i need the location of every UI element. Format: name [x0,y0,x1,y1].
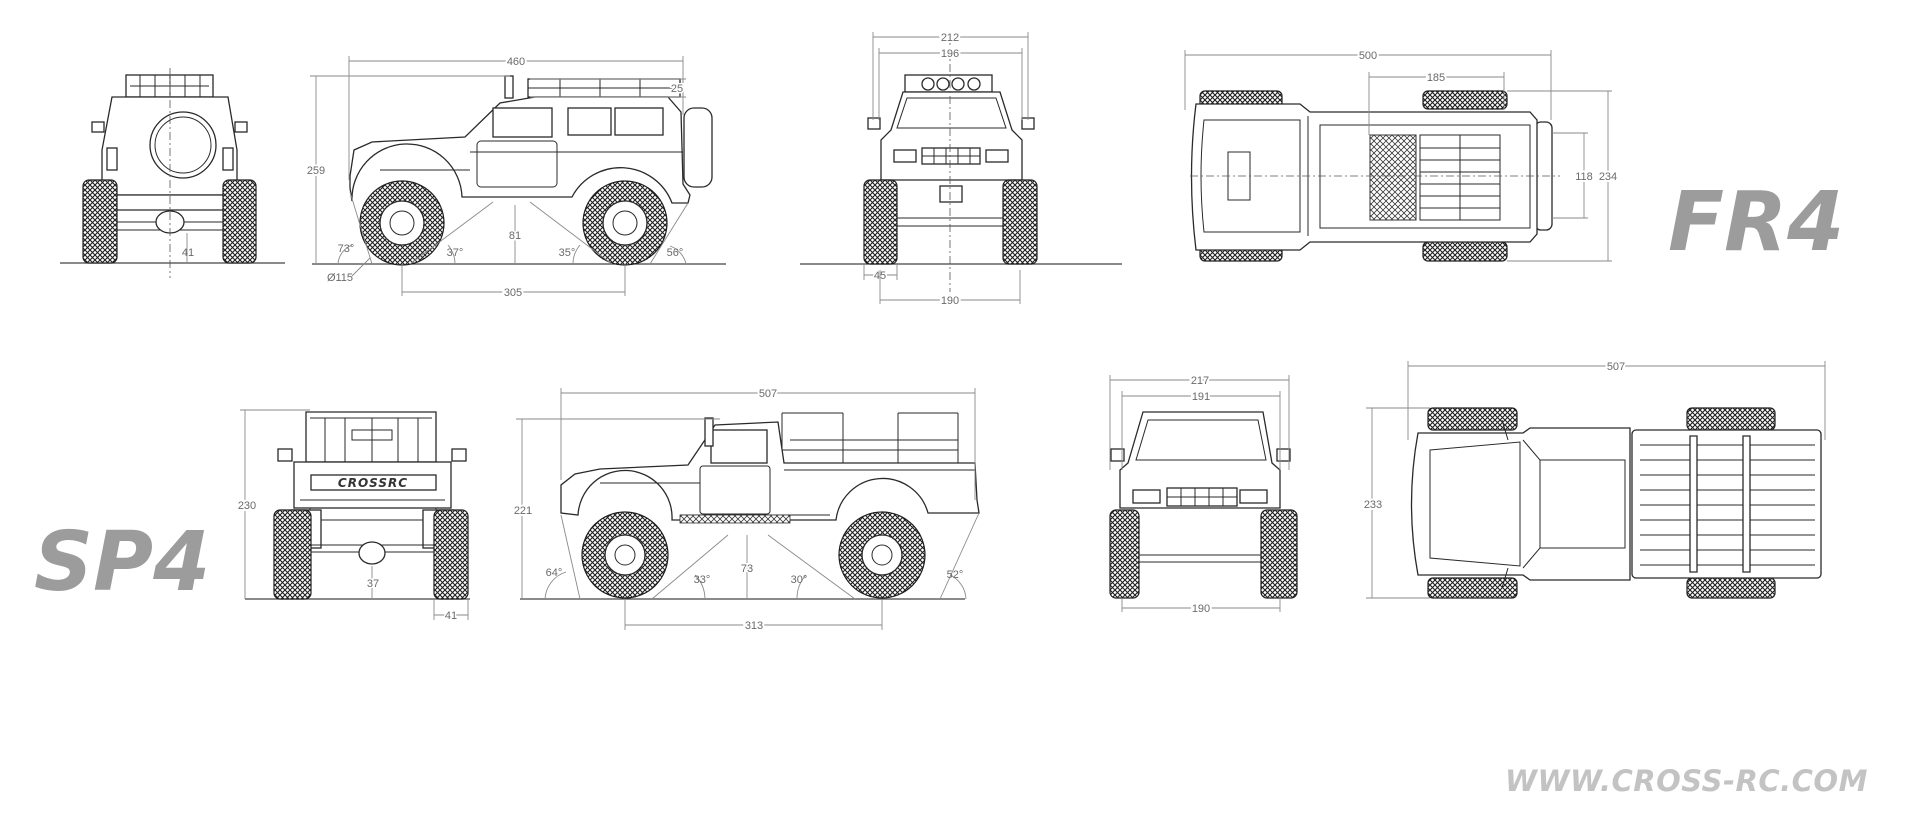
fr4-side-view: 460 259 25 81 305 73° 37° 35° 56° Ø115 [305,54,726,301]
brand-plate [310,474,437,491]
tail-light [222,147,234,171]
tire [1002,179,1038,265]
light [921,77,935,91]
dim-width: 212 [941,32,959,44]
model-label-sp4: SP4 [34,515,211,610]
tire [1686,407,1776,431]
dim-length: 460 [507,56,525,68]
brand-plate-text: CROSSRC [338,476,408,490]
headlight [893,149,917,163]
sp4-cab-top [1410,427,1631,581]
tire [1109,509,1140,599]
spare-tire [683,107,713,188]
tire [1422,90,1508,110]
fr4-front-body [880,91,1023,181]
differential [358,541,386,565]
sp4-front-view: 217 191 190 [1109,373,1298,617]
dim-rack-length: 185 [1427,72,1445,84]
tire [1686,577,1776,599]
window [567,107,612,136]
dim-spare-width: 118 [1575,171,1593,183]
dim-rack-height: 25 [671,83,683,95]
truck-bed [1631,429,1822,579]
bed-rail [1689,435,1751,573]
window [710,429,768,464]
dim-ground-clearance: 41 [182,247,194,259]
dim-clearance: 81 [509,230,521,242]
mirror [1276,448,1291,462]
rock-slider [679,514,791,524]
sp4-side-view: 507 221 73 313 64° 33° 30° 52° [512,386,980,634]
tire [1427,577,1518,599]
headlight [1239,489,1268,504]
door [699,465,771,515]
tail-light [106,147,118,171]
dim-track: 190 [941,295,959,307]
dim-breakover-front: 33° [694,574,711,586]
tire [82,179,118,264]
window [492,107,553,138]
headlight [985,149,1009,163]
dim-height: 230 [238,500,256,512]
website-link[interactable]: WWW.CROSS-RC.COM [1505,764,1868,798]
fr4-body-top [1190,103,1538,251]
mirror [277,448,293,462]
roof-mesh [1369,134,1417,221]
dim-length: 500 [1359,50,1377,62]
tire [273,509,312,600]
spare-tire [149,111,217,179]
dim-length: 507 [1607,361,1625,373]
sp4-top-view: 507 233 [1362,359,1826,599]
dim-breakover-front: 37° [447,247,464,259]
mirror [234,121,248,133]
headlight [1132,489,1161,504]
dim-breakover-rear: 30° [791,574,808,586]
dim-approach-angle: 64° [546,567,563,579]
mirror [451,448,467,462]
dim-departure-angle: 56° [667,247,684,259]
fr4-rear-view: 41 [60,68,285,278]
dim-body-width: 191 [1192,391,1210,403]
mirror [1110,448,1125,462]
light [951,77,965,91]
dim-width: 233 [1364,499,1382,511]
mirror [91,121,105,133]
dim-tire-diameter: Ø115 [327,272,353,284]
window [614,107,664,136]
dim-clearance: 73 [741,563,753,575]
tire [1427,407,1518,431]
tire [863,179,898,265]
dim-length: 507 [759,388,777,400]
dim-approach-angle: 73° [338,243,355,255]
dim-tire-width: 41 [445,610,457,622]
dim-height: 259 [307,165,325,177]
dim-departure-angle: 52° [947,569,964,581]
tire [1422,241,1508,262]
dim-wheelbase: 305 [504,287,522,299]
tire [222,179,257,264]
light [936,77,950,91]
dim-body-width: 196 [941,48,959,60]
dim-width: 217 [1191,375,1209,387]
dim-wheelbase: 313 [745,620,763,632]
dim-ground-clearance: 37 [367,578,379,590]
fr4-front-view: 212 196 45 190 [800,30,1122,309]
dim-breakover-rear: 35° [559,247,576,259]
model-label-fr4: FR4 [1668,175,1845,270]
sp4-rear-view: CROSSRC 230 37 41 [236,409,470,624]
light-mount [504,75,514,99]
door [476,140,558,188]
dim-track: 190 [1192,603,1210,615]
snorkel [704,417,714,447]
light [967,77,981,91]
dim-width: 234 [1599,171,1617,183]
mirror [867,117,881,130]
dim-height: 221 [514,505,532,517]
fr4-top-view: 500 185 234 118 [1184,48,1619,262]
tire [1260,509,1298,599]
tire [433,509,469,600]
